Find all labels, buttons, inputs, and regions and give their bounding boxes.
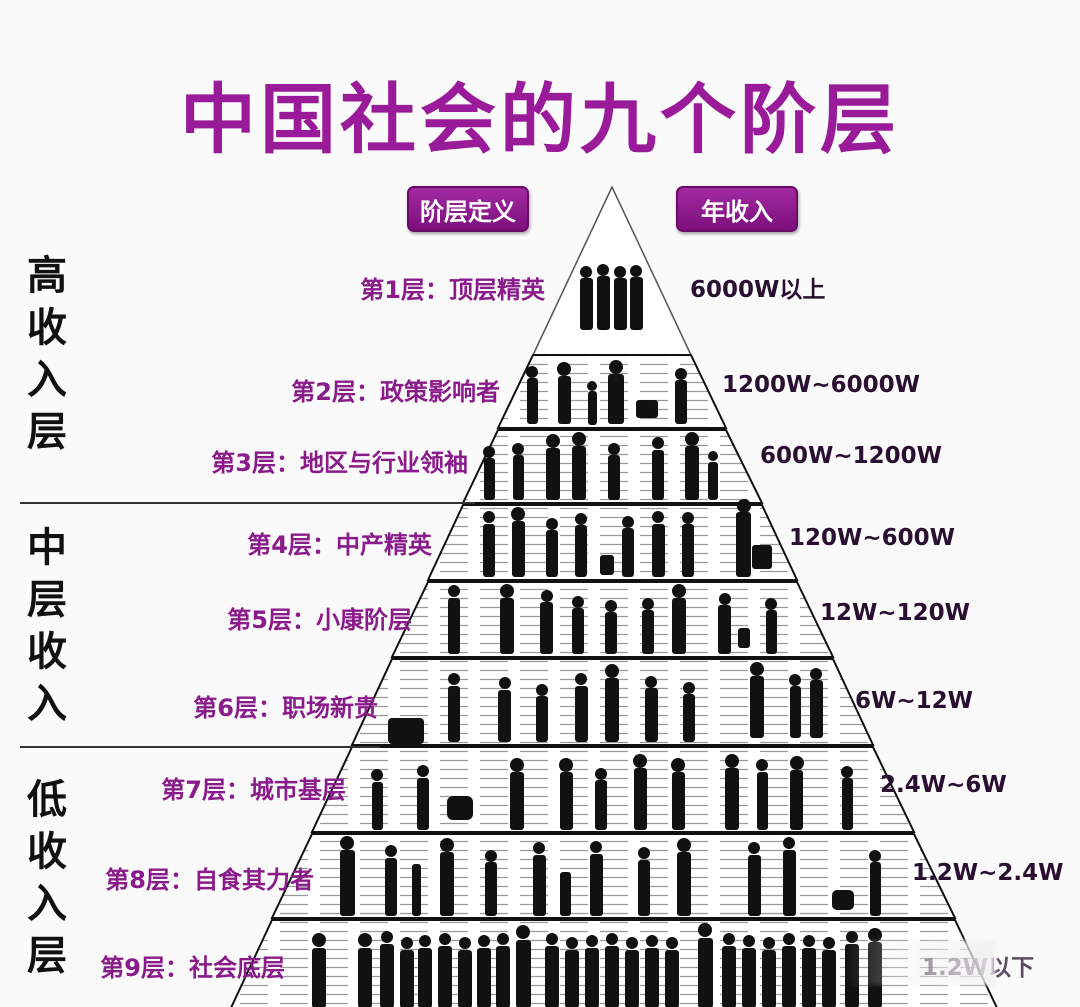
watermark-overlay	[845, 940, 995, 985]
tier-1-income: 6000W以上	[690, 277, 826, 303]
tier-9-people	[312, 923, 882, 1007]
group-low-char-3: 入	[27, 881, 67, 927]
group-high-char-3: 入	[27, 357, 67, 403]
tier-5-income: 12W~120W	[820, 600, 971, 626]
header-income-label: 年收入	[701, 197, 773, 226]
divider-high-middle	[20, 502, 475, 504]
tier-6-income: 6W~12W	[855, 688, 974, 714]
tier-7-people	[371, 754, 853, 830]
group-low-income: 低 收 入 层	[22, 774, 72, 982]
header-definition-label: 阶层定义	[420, 197, 516, 226]
tier-8-label: 第8层：自食其力者	[105, 866, 314, 894]
tier-7-income: 2.4W~6W	[880, 772, 1007, 798]
group-middle-income: 中 层 收 入	[22, 522, 72, 730]
tier-7-level: 第7层	[161, 776, 226, 804]
tier-5-people	[448, 584, 777, 654]
tier-3-income: 600W~1200W	[760, 443, 943, 469]
tier-3-people	[483, 432, 718, 500]
group-high-char-2: 收	[27, 305, 67, 351]
tier-1-name: 顶层精英	[449, 276, 545, 304]
tier-5-label: 第5层：小康阶层	[227, 606, 412, 634]
people-silhouettes	[312, 264, 882, 1007]
divider-middle-low	[20, 746, 380, 748]
group-middle-char-2: 层	[27, 577, 67, 623]
tier-7-label: 第7层：城市基层	[161, 776, 346, 804]
header-badge-definition: 阶层定义	[407, 186, 529, 232]
tier-7-name: 城市基层	[250, 776, 346, 804]
tier-2-people	[526, 360, 687, 425]
tier-1-label: 第1层：顶层精英	[360, 276, 545, 304]
group-high-char-4: 层	[27, 409, 67, 455]
page-title: 中国社会的九个阶层	[180, 75, 900, 164]
tier-9-label: 第9层：社会底层	[100, 954, 285, 982]
tier-3-level: 第3层	[211, 449, 276, 477]
tier-2-name: 政策影响者	[380, 378, 500, 406]
tier-2-income: 1200W~6000W	[722, 372, 921, 398]
header-badge-income: 年收入	[676, 186, 798, 232]
tier-6-name: 职场新贵	[282, 694, 378, 722]
tier-5-name: 小康阶层	[316, 606, 412, 634]
tier-6-label: 第6层：职场新贵	[193, 694, 378, 722]
tier-4-income: 120W~600W	[789, 525, 956, 551]
tier-8-name: 自食其力者	[194, 866, 314, 894]
tier-5-level: 第5层	[227, 606, 292, 634]
tier-9-name: 社会底层	[189, 954, 285, 982]
tier-1-level: 第1层	[360, 276, 425, 304]
group-middle-char-3: 收	[27, 629, 67, 675]
tier-8-income: 1.2W~2.4W	[912, 860, 1064, 886]
tier-1-people	[580, 264, 643, 330]
tier-8-level: 第8层	[105, 866, 170, 894]
group-low-char-2: 收	[27, 829, 67, 875]
group-low-char-1: 低	[27, 777, 67, 823]
tier-7-shape	[310, 746, 916, 833]
tier-4-people	[483, 499, 772, 577]
tier-9-level: 第9层	[100, 954, 165, 982]
tier-6-people	[388, 662, 823, 744]
tier-4-label: 第4层：中产精英	[247, 531, 432, 559]
tier-6-level: 第6层	[193, 694, 258, 722]
group-middle-char-1: 中	[27, 525, 67, 571]
tier-4-name: 中产精英	[336, 531, 432, 559]
tier-2-label: 第2层：政策影响者	[291, 378, 500, 406]
tier-3-label: 第3层：地区与行业领袖	[211, 449, 468, 477]
group-low-char-4: 层	[27, 933, 67, 979]
tier-3-name: 地区与行业领袖	[300, 449, 468, 477]
tier-4-level: 第4层	[247, 531, 312, 559]
group-middle-char-4: 入	[27, 681, 67, 727]
group-high-char-1: 高	[27, 253, 67, 299]
tier-8-people	[340, 836, 881, 916]
tier-1-shape	[531, 185, 693, 356]
tier-2-level: 第2层	[291, 378, 356, 406]
group-high-income: 高 收 入 层	[22, 250, 72, 458]
